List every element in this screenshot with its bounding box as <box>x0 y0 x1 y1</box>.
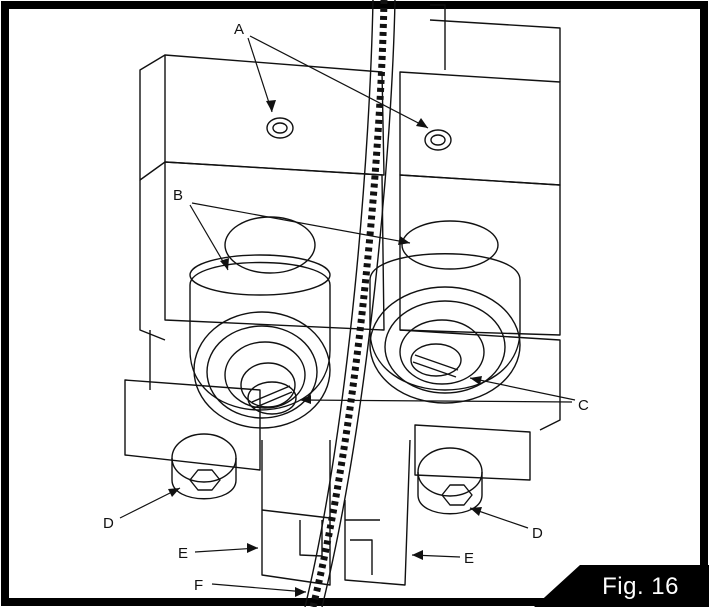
right-bearing-face-ring1 <box>384 300 506 394</box>
blade-teeth <box>309 0 388 607</box>
right-screw-head <box>410 343 462 377</box>
right-lower-block <box>414 424 531 481</box>
right-bearing-face-ring2 <box>399 319 485 385</box>
callout-e-left: E <box>178 545 188 562</box>
upper-left-plate-side <box>139 54 166 181</box>
left-lower-block <box>124 379 261 471</box>
right-back-roller <box>401 220 499 270</box>
blade-edge-right <box>321 0 396 607</box>
callout-d-left: D <box>103 515 114 532</box>
callout-e-right: E <box>464 550 474 567</box>
left-bearing-body <box>189 261 331 411</box>
callout-a: A <box>234 21 244 38</box>
top-right-bar <box>430 4 446 70</box>
callout-b: B <box>173 187 183 204</box>
left-screw-head <box>247 381 297 415</box>
callout-f: F <box>194 577 203 594</box>
right-guide-leg-step <box>345 519 380 575</box>
right-guide-block <box>399 174 561 336</box>
screw-a-right-inner <box>430 134 446 146</box>
callout-d-right: D <box>532 525 543 542</box>
saw-blade <box>304 0 396 607</box>
callout-arrowheads <box>168 100 482 597</box>
callout-c: C <box>578 397 589 414</box>
figure-label: Fig. 16 <box>602 573 679 600</box>
left-cap-screw-hex <box>189 469 221 491</box>
left-cap-screw-body <box>171 458 237 500</box>
right-bearing-face-outer <box>369 286 521 404</box>
right-guide-block-lower <box>399 329 561 431</box>
right-cap-screw-top <box>417 447 483 497</box>
left-bearing-face-ring2 <box>224 341 306 409</box>
upper-right-back <box>429 19 561 82</box>
right-guide-leg <box>344 439 411 586</box>
left-guide-block-side <box>139 180 166 341</box>
right-cap-screw-hex <box>441 484 473 506</box>
left-bearing-face-ring1 <box>206 325 318 419</box>
screw-a-left-inner <box>272 122 288 134</box>
left-bearing-face-outer <box>193 311 331 429</box>
figure-tab <box>534 565 709 607</box>
left-guide-block <box>164 161 385 331</box>
left-bearing-face-ring3 <box>240 362 296 408</box>
screw-a-left <box>266 117 294 139</box>
screw-a-right <box>424 129 452 151</box>
left-bearing-top <box>189 254 331 296</box>
blade-edge-left <box>304 0 374 607</box>
right-screw-slot <box>412 354 459 378</box>
left-cap-screw-top <box>171 433 237 483</box>
left-screw-slot <box>251 385 293 409</box>
left-guide-leg-step <box>261 509 331 557</box>
right-cap-screw-body <box>417 472 483 515</box>
